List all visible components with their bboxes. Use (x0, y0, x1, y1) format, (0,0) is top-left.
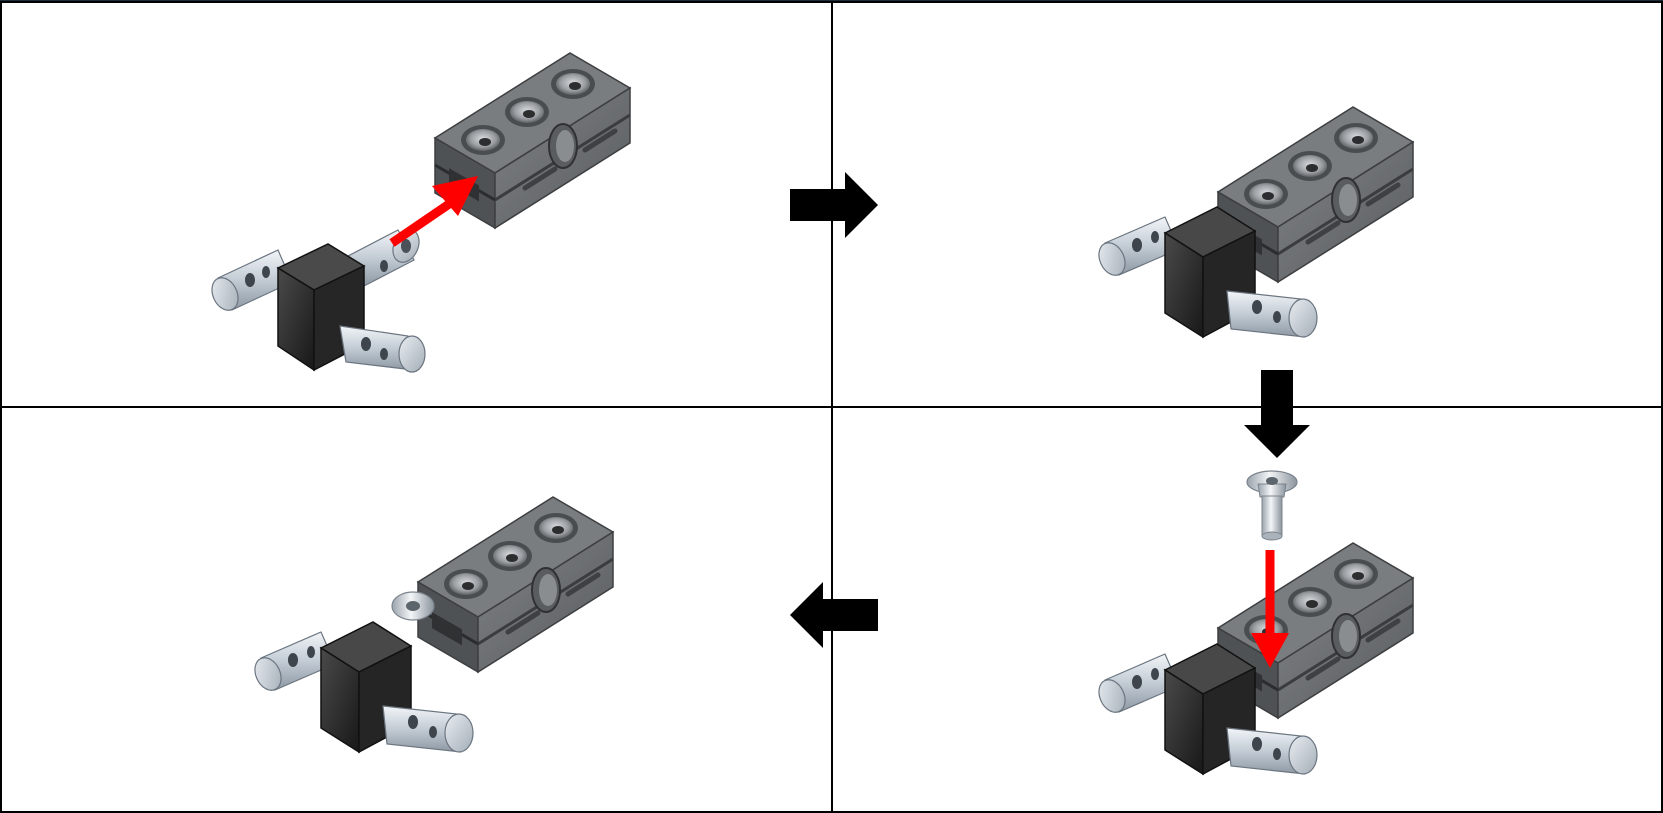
left-arrow-icon (790, 582, 878, 648)
step-3-panel (1093, 470, 1413, 775)
screw-head-icon (391, 591, 435, 621)
clamp-block (418, 497, 613, 672)
right-arrow-icon (790, 172, 878, 238)
step-2-panel (1093, 107, 1413, 338)
red-insert-arrow-icon (389, 176, 478, 247)
connector-tpiece (206, 224, 426, 373)
red-insert-arrow-icon (1251, 550, 1289, 668)
step-4-panel (249, 497, 613, 753)
step-1-panel (206, 53, 630, 373)
screw-icon (1246, 470, 1298, 541)
down-arrow-icon (1244, 370, 1310, 458)
